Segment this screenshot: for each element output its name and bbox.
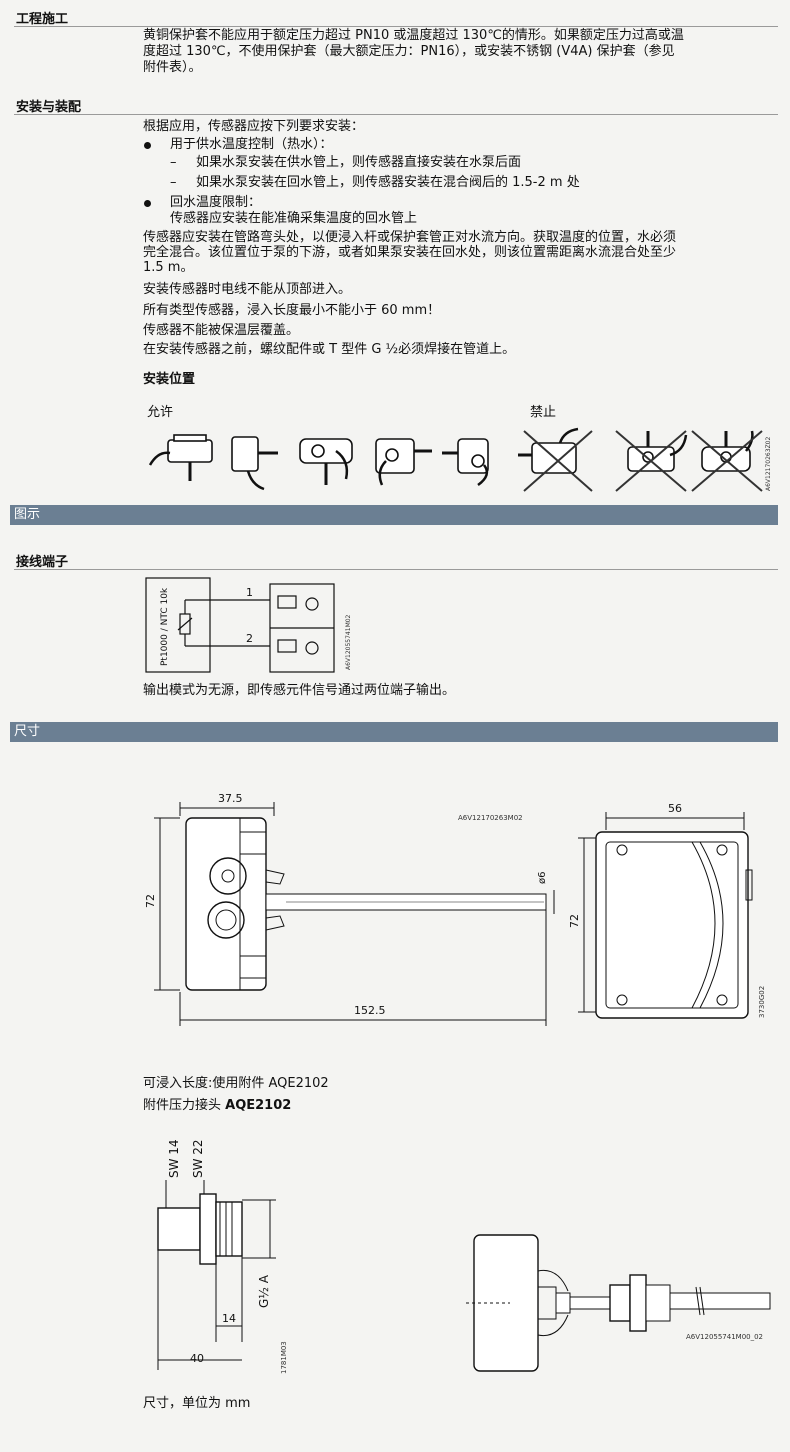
drawing-code: A6V12170263Z02 <box>765 437 772 491</box>
installation-note-3: 传感器不能被保温层覆盖。 <box>143 323 300 338</box>
sensor-position-allowed-icon <box>442 438 489 487</box>
immersion-stem <box>669 1292 771 1310</box>
section-title-construction: 工程施工 <box>16 12 69 27</box>
dim-label-72-front: 72 <box>568 914 581 928</box>
dash-item-supply: 如果水泵安装在供水管上，则传感器直接安装在水泵后面 <box>196 155 522 170</box>
assembly-drawing: A6V12055741M00_02 <box>466 1234 771 1372</box>
dim-label-37-5: 37.5 <box>218 792 243 805</box>
sensor-position-forbidden-icon <box>691 430 763 492</box>
immersion-length-note: 可浸入长度:使用附件 AQE2102 <box>143 1076 329 1091</box>
sensor-position-allowed-icon <box>299 438 353 485</box>
installation-note-1: 安装传感器时电线不能从顶部进入。 <box>143 282 352 297</box>
section-divider <box>14 26 778 27</box>
dash-item-return: 如果水泵安装在回水管上，则传感器安装在混合阀后的 1.5-2 m 处 <box>196 175 580 190</box>
housing-assembly-view <box>473 1234 539 1372</box>
dim-label-152-5: 152.5 <box>354 1004 386 1017</box>
dim-label-6: ø6 <box>537 872 548 884</box>
section-title-terminals: 接线端子 <box>16 555 69 570</box>
sensor-position-forbidden-icon <box>615 430 688 492</box>
installation-paragraph: 传感器应安装在管路弯头处，以便浸入杆或保护套管正对水流方向。获取温度的位置，水必… <box>143 230 781 275</box>
sensor-element-box <box>145 577 211 673</box>
construction-line-2: 度超过 130℃，不使用保护套（最大额定压力：PN16），或安装不锈钢 (V4A… <box>143 44 675 59</box>
bullet-supply-temp: 用于供水温度控制（热水）： <box>170 137 333 152</box>
terminal-2-label: 2 <box>246 632 253 645</box>
dimensions-footer: 尺寸，单位为 mm <box>143 1396 251 1411</box>
sensor-position-allowed-icon <box>375 438 432 486</box>
accessory-fitting-title: 附件压力接头 AQE2102 <box>143 1098 291 1114</box>
dim-label-sw22: SW 22 <box>191 1139 205 1178</box>
dash-icon: – <box>170 175 177 190</box>
section-title-installation: 安装与装配 <box>16 100 82 115</box>
terminal-2-clamp <box>277 639 297 653</box>
bullet-return-limit: 回水温度限制： <box>170 195 262 210</box>
installation-note-4: 在安装传感器之前，螺纹配件或 T 型件 G ½必须焊接在管道上。 <box>143 342 516 357</box>
installation-note-2: 所有类型传感器，浸入长度最小不能小于 60 mm！ <box>143 303 441 318</box>
fitting-nut-small <box>157 1207 201 1251</box>
accessory-fitting-prefix: 附件压力接头 <box>143 1098 226 1113</box>
housing-front-view <box>595 831 749 1019</box>
terminal-2-screw-icon <box>305 641 319 655</box>
dim-label-g-half: G½ A <box>257 1274 271 1308</box>
drawing-code: A6V12055741M02 <box>345 614 352 670</box>
terminal-1-label: 1 <box>246 586 253 599</box>
mounting-positions-figure: A6V12170263Z02 <box>148 427 772 492</box>
installation-intro: 根据应用，传感器应按下列要求安装： <box>143 119 365 134</box>
housing-side-view <box>185 817 267 991</box>
forbidden-label: 禁止 <box>530 405 557 420</box>
sensor-position-allowed-icon <box>148 434 213 481</box>
accessory-model: AQE2102 <box>225 1098 292 1113</box>
drawing-code: A6V12170263M02 <box>458 814 523 822</box>
dimension-drawing-main: 37.5 72 ø6 152.5 A6V12170263M02 56 72 37… <box>144 792 766 1026</box>
terminal-1-screw-icon <box>305 597 319 611</box>
section-band-dimensions: 尺寸 <box>10 722 778 742</box>
bullet-icon <box>144 200 151 207</box>
para-line: 完全混合。该位置位于泵的下游，或者如果泵安装在回水处，则该位置需距离水流混合处至… <box>143 245 677 260</box>
allowed-label: 允许 <box>147 405 174 420</box>
dash-icon: – <box>170 155 177 170</box>
para-line: 1.5 m。 <box>143 260 194 275</box>
mounting-position-title: 安装位置 <box>143 372 196 387</box>
construction-line-3: 附件表）。 <box>143 60 202 75</box>
section-divider <box>14 114 778 115</box>
sensor-element-label: Pt1000 / NTC 10k <box>160 587 170 666</box>
terminal-1-clamp <box>277 595 297 609</box>
sensor-position-allowed-icon <box>231 436 278 491</box>
dim-label-40: 40 <box>190 1352 204 1365</box>
bullet-return-sub: 传感器应安装在能准确采集温度的回水管上 <box>170 211 418 226</box>
dim-label-72: 72 <box>144 894 157 908</box>
fitting-nut-large <box>199 1193 217 1265</box>
dim-label-56: 56 <box>668 802 682 815</box>
construction-line-1: 黄铜保护套不能应用于额定压力超过 PN10 或温度超过 130℃的情形。如果额定… <box>143 28 684 43</box>
section-divider <box>14 569 778 570</box>
drawing-code: A6V12055741M00_02 <box>686 1333 763 1341</box>
terminal-wiring-diagram: Pt1000 / NTC 10k 1 2 A6V12055741M02 <box>145 577 352 673</box>
bullet-icon <box>144 142 151 149</box>
para-line: 传感器应安装在管路弯头处，以便浸入杆或保护套管正对水流方向。获取温度的位置，水必… <box>143 230 677 245</box>
dim-label-sw14: SW 14 <box>167 1139 181 1178</box>
drawing-code: 1781M03 <box>280 1341 288 1374</box>
terminal-note: 输出模式为无源，即传感元件信号通过两位端子输出。 <box>143 683 456 698</box>
dim-label-14: 14 <box>222 1312 236 1325</box>
sensor-position-forbidden-icon <box>518 427 593 492</box>
fitting-dimension-drawing: SW 14 SW 22 G½ A 14 40 1781M03 <box>157 1139 288 1374</box>
drawing-code: 3730G02 <box>758 986 766 1018</box>
section-band-diagram: 图示 <box>10 505 778 525</box>
